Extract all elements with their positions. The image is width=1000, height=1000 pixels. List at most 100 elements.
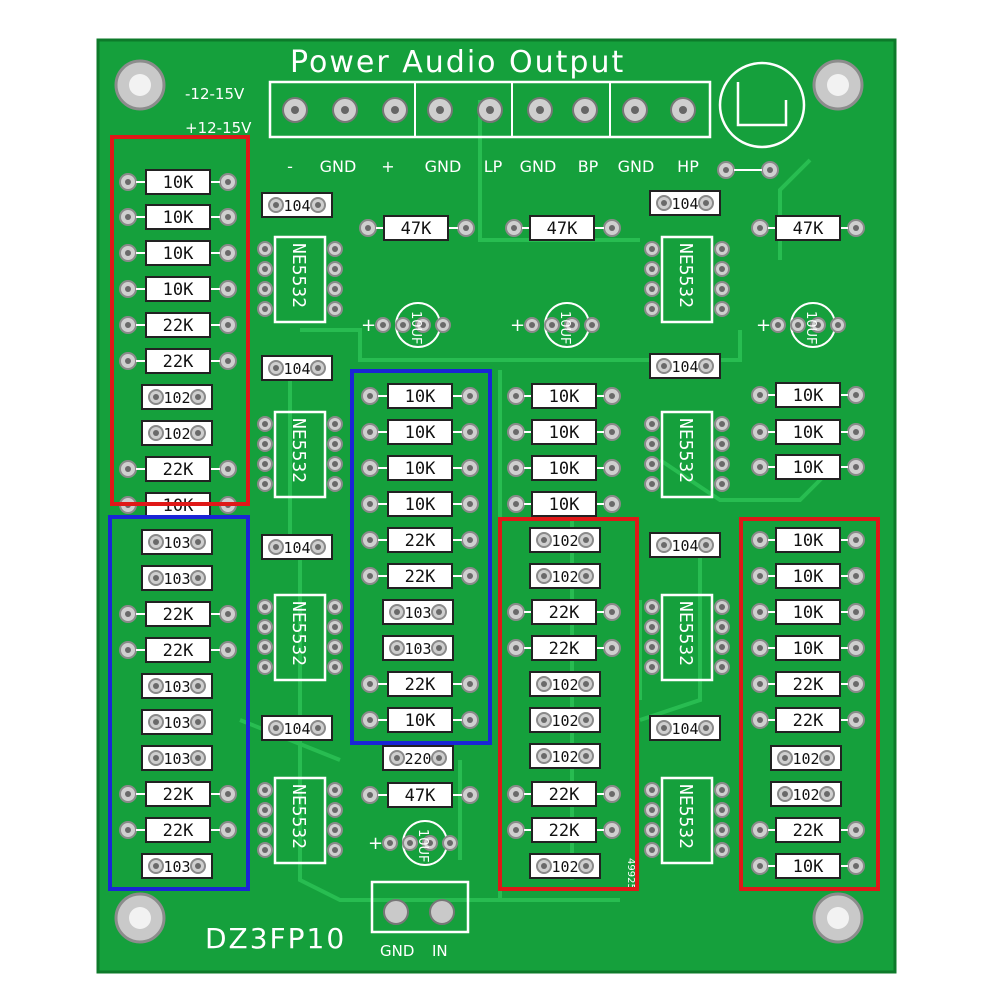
cap-col1-lower-9: 103 [141, 853, 213, 879]
resistor-col1-1-label: 10K [163, 208, 194, 228]
mount-hole-tr [812, 59, 864, 111]
elcap-1-plus: + [510, 315, 525, 336]
resistor-col4-lower-8: 22K [751, 817, 865, 843]
resistor-col4-lower-8-label: 22K [793, 821, 824, 841]
highlight-red-2 [498, 517, 639, 891]
cap-col2-7: 103 [382, 635, 454, 661]
elcap-2-label: 10UF [803, 311, 818, 345]
input-gnd-label: GND [380, 942, 414, 960]
cap-col4-lower-7: 102 [770, 781, 842, 807]
resistor-col2-0: 10K [361, 383, 479, 409]
resistor-col4-lower-3-label: 10K [793, 639, 824, 659]
cap-col2-6-label: 103 [404, 604, 431, 622]
cap-104-4: 104 [261, 534, 333, 560]
ic-ne5532-2: NE5532 [257, 410, 343, 499]
ic-ne5532-5-label: NE5532 [675, 601, 696, 666]
ic-ne5532-7: NE5532 [644, 776, 730, 865]
resistor-col2-0-label: 10K [405, 387, 436, 407]
cap-col3-lower-5: 102 [529, 707, 601, 733]
resistor-col4-lower-2: 10K [751, 599, 865, 625]
resistor-col1-0-label: 10K [163, 173, 194, 193]
cap-104-5: 104 [649, 532, 721, 558]
ic-ne5532-1-label: NE5532 [675, 243, 696, 308]
resistor-col4-0-label: 10K [793, 386, 824, 406]
cap-104-6-label: 104 [283, 720, 310, 738]
resistor-col1-8: 22K [119, 456, 237, 482]
resistor-col1-5: 22K [119, 348, 237, 374]
power-pos-label: +12-15V [185, 119, 252, 137]
resistor-col1-2-label: 10K [163, 244, 194, 264]
header-pin-label-3: GND [425, 157, 462, 176]
cap-col1-7: 102 [141, 420, 213, 446]
cap-104-0-label: 104 [283, 197, 310, 215]
resistor-col3-lower-2: 22K [507, 599, 621, 625]
cap-col3-lower-4: 102 [529, 671, 601, 697]
input-in-label: IN [432, 942, 448, 960]
resistor-47k-2-label: 47K [793, 219, 824, 239]
ic-ne5532-0: NE5532 [257, 235, 343, 324]
cap-col4-lower-6-label: 102 [792, 750, 819, 768]
resistor-col1-4-label: 22K [163, 316, 194, 336]
header-pin-label-5: GND [520, 157, 557, 176]
cap-104-3-label: 104 [671, 358, 698, 376]
resistor-col3-lower-2-label: 22K [549, 603, 580, 623]
resistor-col4-lower-1-label: 10K [793, 567, 824, 587]
cap-col2-6: 103 [382, 599, 454, 625]
resistor-col2-9: 10K [361, 707, 479, 733]
input-connector [370, 880, 470, 934]
ic-ne5532-2-label: NE5532 [288, 418, 309, 483]
highlight-blue-1 [108, 515, 250, 891]
elcap-0-label: 10UF [408, 311, 423, 345]
header-pin-label-1: GND [320, 157, 357, 176]
highlight-boxes [108, 135, 880, 891]
elcap-0: +10UF [361, 302, 451, 348]
resistor-col1-lower-8: 22K [119, 817, 237, 843]
cap-col2-220-label: 220 [404, 750, 431, 768]
cap-104-3: 104 [649, 353, 721, 379]
resistor-col2-4: 22K [361, 527, 479, 553]
resistor-col3-2: 10K [507, 455, 621, 481]
resistor-col4-lower-4: 22K [751, 671, 865, 697]
resistor-col4-0: 10K [751, 382, 865, 408]
ic-ne5532-3: NE5532 [644, 410, 730, 499]
resistor-col1-lower-3: 22K [119, 637, 237, 663]
cap-104-2-label: 104 [283, 360, 310, 378]
cap-104-4-label: 104 [283, 539, 310, 557]
cap-col1-7-label: 102 [163, 425, 190, 443]
ic-ne5532-6: NE5532 [257, 776, 343, 865]
resistor-col1-4: 22K [119, 312, 237, 338]
resistor-col1-lower-7: 22K [119, 781, 237, 807]
cap-col2-220: 220 [382, 745, 454, 771]
resistor-col1-3-label: 10K [163, 280, 194, 300]
cap-col1-lower-6: 103 [141, 745, 213, 771]
resistor-col3-lower-8-label: 22K [549, 821, 580, 841]
resistor-col2-2: 10K [361, 455, 479, 481]
ic-ne5532-4-label: NE5532 [288, 601, 309, 666]
mount-hole-br [812, 892, 864, 944]
resistor-col4-lower-9-label: 10K [793, 857, 824, 877]
cap-col3-lower-5-label: 102 [551, 712, 578, 730]
cap-col3-lower-0: 102 [529, 527, 601, 553]
resistor-col2-4-label: 22K [405, 531, 436, 551]
resistor-col4-lower-9: 10K [751, 853, 865, 879]
resistor-col1-5-label: 22K [163, 352, 194, 372]
elcap-2: +10UF [756, 302, 846, 348]
resistor-col1-3: 10K [119, 276, 237, 302]
cap-col1-lower-0: 103 [141, 529, 213, 555]
cap-col1-lower-4: 103 [141, 673, 213, 699]
cap-col2-7-label: 103 [404, 640, 431, 658]
resistor-col2-3-label: 10K [405, 495, 436, 515]
header-pin-label-7: GND [618, 157, 655, 176]
resistor-col3-1-label: 10K [549, 423, 580, 443]
resistor-col2-8-label: 22K [405, 675, 436, 695]
resistor-47k-1: 47K [505, 215, 621, 241]
ic-ne5532-5: NE5532 [644, 593, 730, 682]
resistor-col4-lower-0-label: 10K [793, 531, 824, 551]
resistor-col4-2: 10K [751, 454, 865, 480]
header-pin-label-8: HP [677, 157, 699, 176]
elcap-3-label: 10UF [415, 829, 430, 863]
ic-ne5532-0-label: NE5532 [288, 243, 309, 308]
resistor-col4-lower-5: 22K [751, 707, 865, 733]
resistor-col4-2-label: 10K [793, 458, 824, 478]
